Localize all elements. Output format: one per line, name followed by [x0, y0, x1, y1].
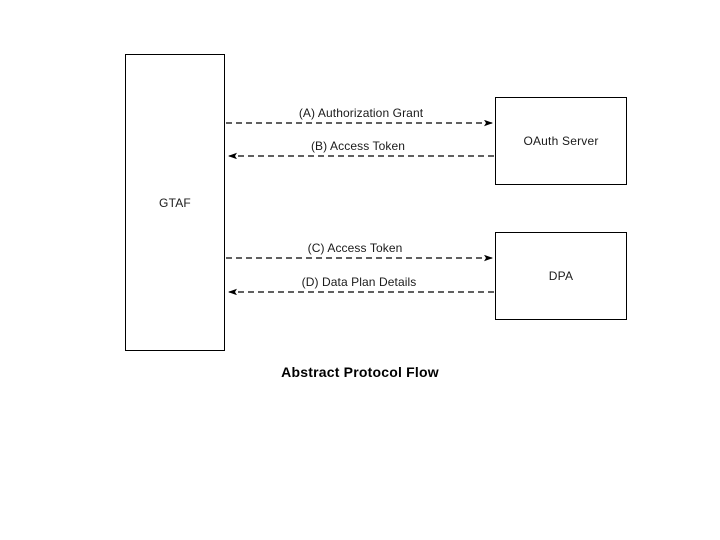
- node-oauth-server-label: OAuth Server: [523, 134, 599, 148]
- node-oauth-server[interactable]: OAuth Server: [495, 97, 627, 185]
- edge-label-a: (A) Authorization Grant: [298, 106, 424, 120]
- node-gtaf-label: GTAF: [159, 195, 191, 210]
- edge-label-c: (C) Access Token: [307, 241, 403, 255]
- edge-label-d: (D) Data Plan Details: [301, 275, 417, 289]
- node-dpa[interactable]: DPA: [495, 232, 627, 320]
- diagram-title: Abstract Protocol Flow: [281, 364, 439, 380]
- edge-label-b: (B) Access Token: [310, 139, 406, 153]
- node-gtaf[interactable]: GTAF: [125, 54, 225, 351]
- node-dpa-label: DPA: [548, 269, 574, 283]
